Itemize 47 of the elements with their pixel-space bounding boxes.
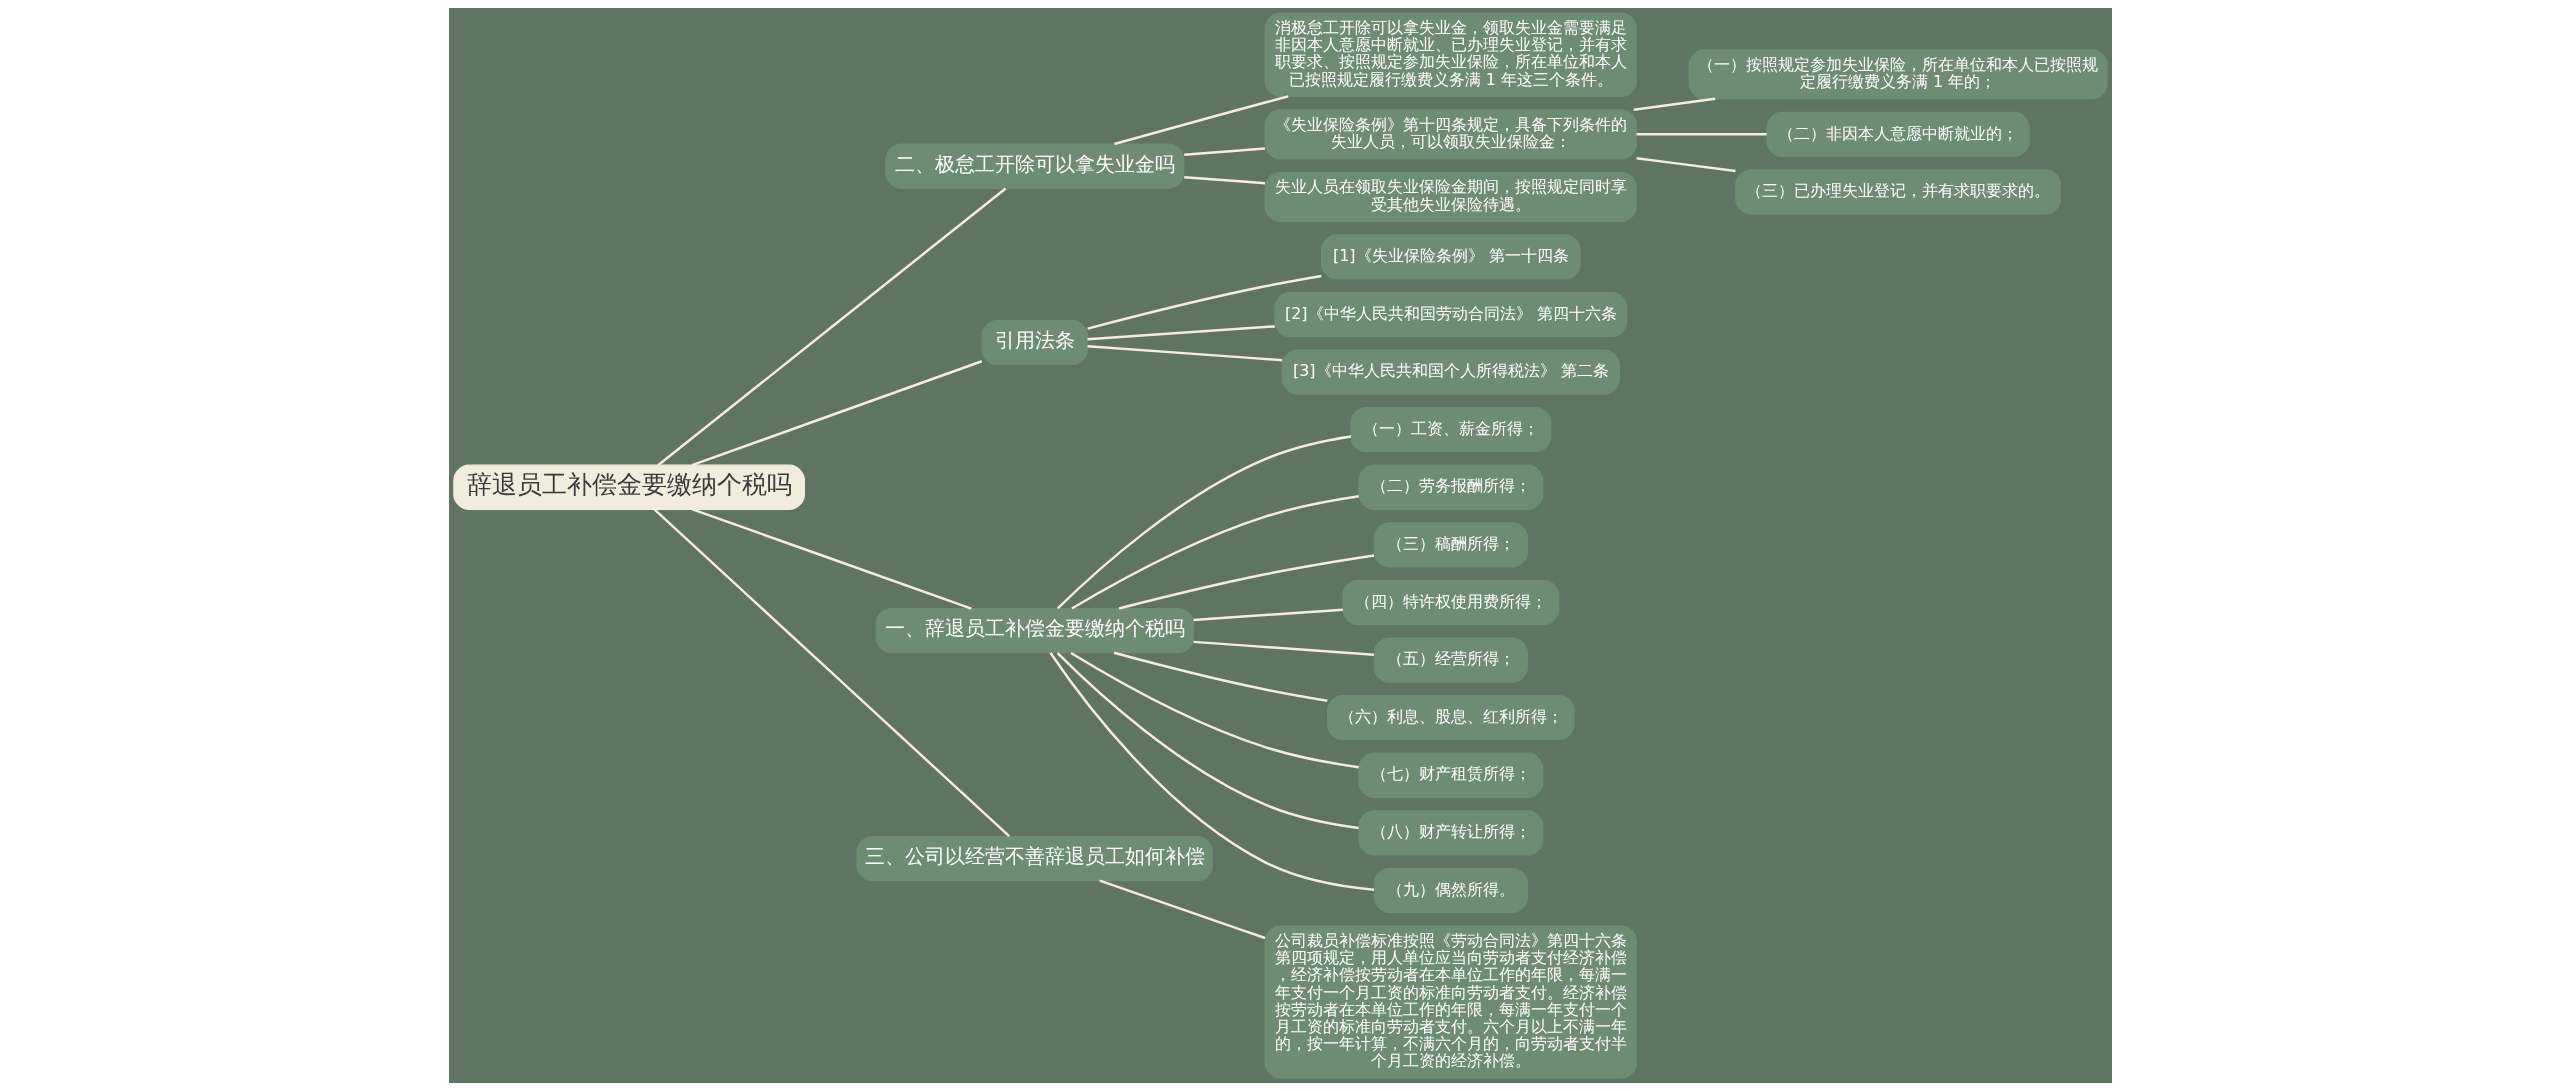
node-box: [1]《失业保险条例》 第一十四条 <box>1320 234 1581 280</box>
node-box: （二）非因本人意愿中断就业的； <box>1765 111 2030 157</box>
node-box: 《失业保险条例》第十四条规定，具备下列条件的失业人员，可以领取失业保险金： <box>1264 109 1637 160</box>
node-box: （四）特许权使用费所得； <box>1341 579 1559 626</box>
connector <box>1098 879 1265 940</box>
node-box: （三）已办理失业登记，并有求职要求的。 <box>1734 169 2061 215</box>
node-box: [3]《中华人民共和国个人所得税法》 第二条 <box>1281 349 1620 395</box>
node-box: 公司裁员补偿标准按照《劳动合同法》第四十六条第四项规定，用人单位应当向劳动者支付经济补偿，经济补偿按劳动者在本单位工作的年限，每满一年支付一个月工资的标准向劳动者支付。经济补偿按劳动者在本单位工作的年限，每满一年支付一个月工资的标准向劳动者支付。六个月以上不满一年的，按一年计算，不满六个月的，向劳动者支付半个月工资的经济补偿。 <box>1264 925 1637 1079</box>
connector <box>691 508 972 610</box>
node-box: 引用法条 <box>980 320 1088 366</box>
node-box: 辞退员工补偿金要缴纳个税吗 <box>452 464 805 510</box>
connector <box>1086 274 1322 330</box>
node-box: （二）劳务报酬所得； <box>1357 464 1543 510</box>
connector <box>1069 651 1359 769</box>
node-box: 一、辞退员工补偿金要缴纳个税吗 <box>874 608 1194 654</box>
connector <box>1086 325 1275 341</box>
node-box: （五）经营所得； <box>1373 637 1528 683</box>
connector <box>1183 147 1265 157</box>
node-box: （一）按照规定参加失业保险，所在单位和本人已按照规定履行缴费义务满 1 年的； <box>1688 49 2108 100</box>
node-box: 三、公司以经营不善辞退员工如何补偿 <box>855 835 1213 882</box>
connector <box>1633 97 1715 112</box>
connector <box>1070 495 1359 610</box>
node-box: 消极怠工开除可以拿失业金，领取失业金需要满足非因本人意愿中断就业、已办理失业登记，并有求职要求、按照规定参加失业保险，所在单位和本人已按照规定履行缴费义务满 1 年这三个条件。 <box>1264 12 1637 97</box>
connector <box>1056 652 1359 830</box>
connector <box>1086 345 1282 362</box>
node-box: （八）财产转让所得； <box>1357 810 1543 856</box>
connector <box>1118 554 1374 610</box>
connector <box>691 360 982 467</box>
connector <box>1056 435 1351 610</box>
connector <box>1048 652 1374 891</box>
node-box: 失业人员在领取失业保险金期间，按照规定同时享受其他失业保险待遇。 <box>1264 171 1637 222</box>
node-box: （一）工资、薪金所得； <box>1349 407 1551 453</box>
connector <box>1635 157 1736 173</box>
connector <box>1183 175 1265 185</box>
node-box: （六）利息、股息、红利所得； <box>1326 695 1575 741</box>
connector <box>1192 640 1374 656</box>
connector <box>1113 95 1288 146</box>
node-box: （七）财产租赁所得； <box>1357 752 1543 798</box>
connector <box>653 508 1010 838</box>
connector <box>1636 133 1767 136</box>
node-box: [2]《中华人民共和国劳动合同法》 第四十六条 <box>1273 291 1627 338</box>
connector <box>1113 651 1327 702</box>
node-box: 二、极怠工开除可以拿失业金吗 <box>884 143 1184 189</box>
connector <box>1192 608 1343 622</box>
connector <box>656 187 1006 467</box>
node-box: （九）偶然所得。 <box>1373 867 1528 914</box>
node-box: （三）稿酬所得； <box>1373 522 1528 568</box>
